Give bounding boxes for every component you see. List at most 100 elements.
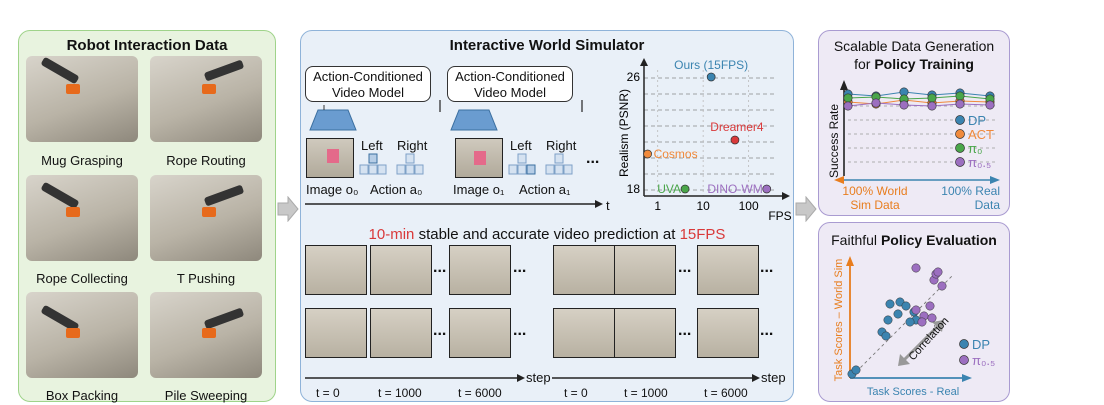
headline-fps: 15FPS: [679, 226, 726, 243]
legend-label: π₀.₅: [972, 353, 995, 368]
y-tick-label: 26: [627, 70, 641, 84]
policy-training-title-line1: Scalable Data Generation: [833, 38, 995, 54]
task-caption: Rope Routing: [166, 153, 246, 168]
pi05-point: [933, 267, 943, 277]
legend-marker: [955, 143, 965, 153]
rollout-frame: [305, 245, 367, 295]
task-thumbnail: [150, 175, 262, 261]
right-label-0: Right: [397, 138, 428, 153]
task-caption: Pile Sweeping: [164, 388, 248, 403]
task-thumbnail: [150, 292, 262, 378]
policy-training-panel: [818, 30, 1010, 216]
pi05-point: [911, 305, 921, 315]
legend-label: π₀: [968, 141, 982, 156]
eval-ylabel: Task Scores – World Sim: [833, 258, 845, 382]
gripper: [202, 328, 216, 338]
action-keypads: [359, 153, 573, 175]
legend-marker: [959, 339, 969, 349]
video-prediction-headline: 10-min stable and accurate video predict…: [300, 226, 794, 243]
y-axis-arrow: [640, 58, 648, 66]
time-label: t = 0: [316, 386, 340, 400]
image-label-o1: Image o₁: [453, 182, 505, 197]
series-point: [927, 101, 937, 111]
task-thumbnail: [26, 292, 138, 378]
data-point: [643, 149, 652, 159]
task-caption: Box Packing: [45, 388, 119, 403]
rollout-frame: [614, 308, 676, 358]
rollout-ellipsis: ...: [433, 322, 447, 339]
step-label-left: step: [526, 370, 551, 385]
rollout-ellipsis: ...: [513, 322, 527, 339]
x-tick-label: 100: [739, 199, 759, 213]
gripper: [202, 84, 216, 94]
pi05-point: [911, 263, 921, 273]
time-axis-arrow: [305, 200, 603, 208]
data-mix-arrow-right: [990, 176, 1000, 184]
rollout-frame: [370, 245, 432, 295]
chart-xlabel: FPS: [768, 209, 791, 223]
series-line: [847, 95, 991, 100]
correlation-arrow: [902, 324, 940, 362]
arrow-middle-to-right: [795, 196, 817, 222]
step-axis-right: [552, 374, 760, 382]
data-point: [762, 184, 772, 194]
dp-point: [893, 309, 903, 319]
dp-point: [905, 317, 915, 327]
gripper: [66, 84, 80, 94]
rollout-frame: [553, 308, 615, 358]
point-label: Cosmos: [654, 147, 698, 161]
time-label: t = 6000: [704, 386, 748, 400]
x-tick-label: 1: [654, 199, 661, 213]
rollout-ellipsis: ...: [678, 322, 692, 339]
gripper: [66, 207, 80, 217]
robot-arm: [203, 307, 245, 330]
x-axis-arrow: [962, 374, 972, 382]
image-frame-o1: [455, 138, 503, 178]
legend-label: π₀.₅: [968, 155, 991, 170]
rollout-ellipsis: ...: [678, 259, 692, 276]
series-line: [847, 91, 991, 97]
rollout-ellipsis: ...: [433, 259, 447, 276]
legend-marker: [955, 115, 965, 125]
series-point: [985, 100, 995, 110]
task-thumbnail: [26, 175, 138, 261]
sequence-ellipsis: ...: [586, 150, 600, 167]
robot-arm: [203, 184, 245, 207]
robot-data-title: Robot Interaction Data: [66, 37, 228, 54]
headline-duration: 10-min: [368, 226, 415, 243]
step-axis-left: [305, 374, 525, 382]
rollout-ellipsis: ...: [760, 322, 774, 339]
image-frame-o0: [306, 138, 354, 178]
right-label-1: Right: [546, 138, 577, 153]
success-rate-ylabel: Success Rate: [827, 103, 841, 179]
left-label-0: Left: [361, 138, 383, 153]
point-label: DINO-WM: [707, 182, 762, 196]
video-model-box-2: Action-Conditioned Video Model: [447, 66, 573, 102]
title-line2-bold: Policy Training: [874, 56, 974, 72]
series-point: [899, 100, 909, 110]
dp-point: [885, 299, 895, 309]
arrow-left-to-middle: [277, 196, 299, 222]
y-axis-arrow: [846, 256, 854, 266]
pi05-point: [927, 313, 937, 323]
policy-training-title-line2: for Policy Training: [818, 56, 1010, 72]
x-axis-arrow: [782, 192, 790, 200]
gripper: [202, 207, 216, 217]
dp-point: [901, 301, 911, 311]
task-thumbnail: [26, 56, 138, 142]
action-label-a1: Action a₁: [519, 182, 571, 197]
legend-marker: [955, 129, 965, 139]
pi05-point: [937, 281, 947, 291]
series-point: [955, 99, 965, 109]
dp-point: [881, 331, 891, 341]
data-mix-arrow-left: [834, 176, 844, 184]
rollout-frame: [553, 245, 615, 295]
rollout-frame: [697, 245, 759, 295]
point-label: UVA: [657, 182, 681, 196]
rollout-frame: [614, 245, 676, 295]
rollout-frame: [449, 245, 511, 295]
evaluation-title-bold: Policy Evaluation: [880, 232, 997, 248]
